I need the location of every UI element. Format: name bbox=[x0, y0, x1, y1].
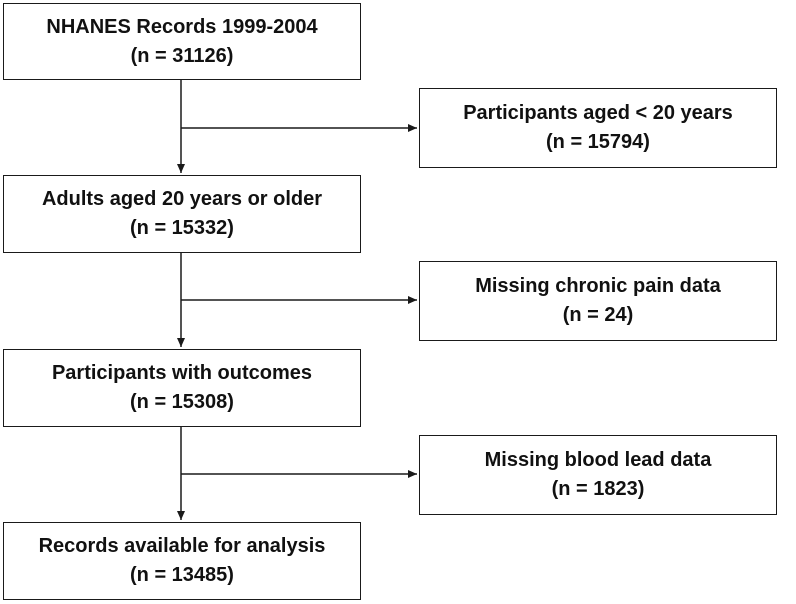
box-title: NHANES Records 1999-2004 bbox=[46, 15, 318, 38]
box-count: (n = 1823) bbox=[551, 478, 645, 500]
box-count: (n = 15794) bbox=[546, 131, 650, 153]
box-count: (n = 15308) bbox=[130, 391, 234, 413]
box-excluded-under-20: Participants aged < 20 years (n = 15794) bbox=[419, 88, 777, 168]
box-count: (n = 24) bbox=[562, 304, 634, 326]
box-count: (n = 15332) bbox=[130, 217, 234, 239]
box-count: (n = 31126) bbox=[130, 44, 234, 67]
box-excluded-missing-pain: Missing chronic pain data (n = 24) bbox=[419, 261, 777, 341]
box-nhanes-records: NHANES Records 1999-2004 (n = 31126) bbox=[3, 3, 361, 80]
box-records-for-analysis: Records available for analysis (n = 1348… bbox=[3, 522, 361, 600]
box-excluded-missing-lead: Missing blood lead data (n = 1823) bbox=[419, 435, 777, 515]
box-title: Missing blood lead data bbox=[484, 449, 712, 471]
box-count: (n = 13485) bbox=[130, 564, 234, 586]
box-adults-20-plus: Adults aged 20 years or older (n = 15332… bbox=[3, 175, 361, 253]
box-title: Records available for analysis bbox=[38, 535, 326, 557]
box-title: Participants aged < 20 years bbox=[463, 102, 733, 124]
box-participants-with-outcomes: Participants with outcomes (n = 15308) bbox=[3, 349, 361, 427]
box-title: Adults aged 20 years or older bbox=[41, 188, 323, 210]
box-title: Missing chronic pain data bbox=[475, 275, 721, 297]
box-title: Participants with outcomes bbox=[51, 362, 313, 384]
